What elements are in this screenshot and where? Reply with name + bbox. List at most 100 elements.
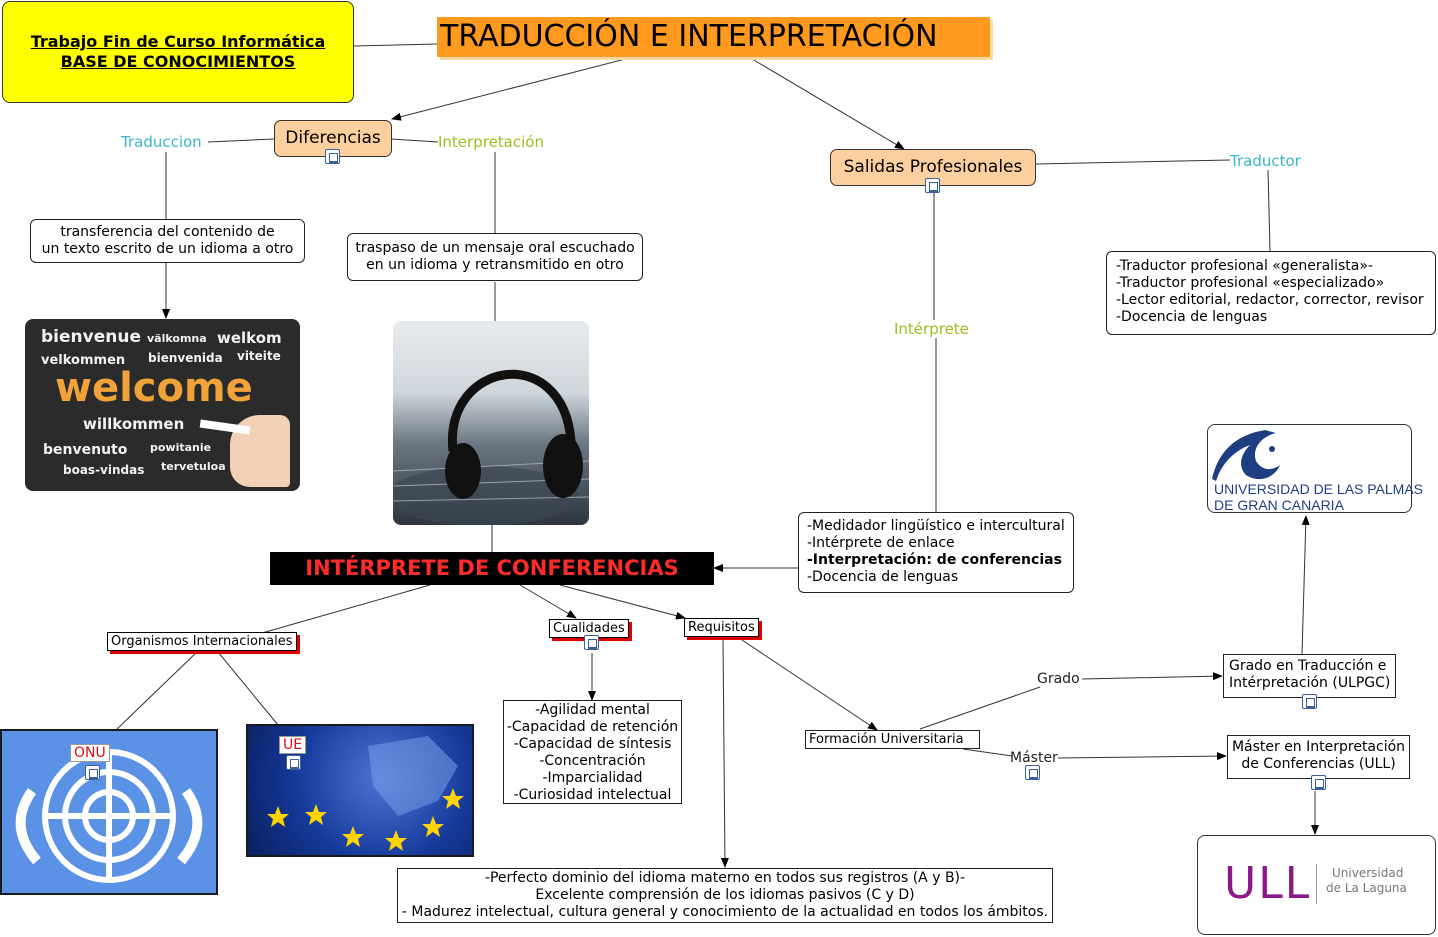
ue-label: UE <box>283 737 303 753</box>
list-item: -Interpretación: de conferencias <box>807 552 1062 568</box>
organismos-node[interactable]: Organismos Internacionales <box>107 632 297 651</box>
master-line1: Máster en Interpretación <box>1231 739 1406 755</box>
welcome-word: willkommen <box>83 415 185 433</box>
list-item: -Traductor profesional «generalista»- <box>1116 258 1373 274</box>
welcome-word: boas-vindas <box>63 463 145 477</box>
interprete-list: -Medidador lingüístico e intercultural -… <box>798 512 1074 593</box>
welcome-word: welkom <box>217 329 282 347</box>
ull-logo-image: ULL Universidad de La Laguna <box>1197 835 1436 935</box>
headphones-icon <box>393 369 589 525</box>
link-dif-traduccion <box>207 138 275 143</box>
link-conf-organismos <box>261 584 431 634</box>
link-project-title <box>353 43 438 47</box>
ulpgc-name-line2: DE GRAN CANARIA <box>1214 497 1344 513</box>
list-item: -Capacidad de retención <box>506 719 679 735</box>
welcome-word: velkommen <box>41 353 126 368</box>
link-formacion-master <box>962 748 1013 757</box>
link-title-salidas <box>746 55 905 150</box>
organismos-label: Organismos Internacionales <box>111 634 293 649</box>
welcome-word: viteite <box>237 349 281 363</box>
conferencias-label: INTÉRPRETE DE CONFERENCIAS <box>305 556 679 580</box>
list-item: -Agilidad mental <box>535 702 650 718</box>
requisitos-label: Requisitos <box>688 620 755 635</box>
project-subtitle: BASE DE CONOCIMIENTOS <box>60 52 296 71</box>
link-req-formacion <box>741 639 878 731</box>
link-req-list <box>720 639 729 868</box>
requisitos-node[interactable]: Requisitos <box>684 618 759 637</box>
cualidades-node[interactable]: Cualidades <box>549 619 629 638</box>
conferencias-node[interactable]: INTÉRPRETE DE CONFERENCIAS <box>270 552 714 585</box>
main-title-text: TRADUCCIÓN E INTERPRETACIÓN <box>440 19 938 54</box>
welcome-chalkboard-image: bienvenue välkomna welkom velkommen bien… <box>25 319 300 491</box>
grado-line2: Intérpretación (ULPGC) <box>1229 675 1391 691</box>
grado-label: Grado <box>1037 671 1080 687</box>
link-traductor-list <box>1267 169 1271 252</box>
ulpgc-logo-image: UNIVERSIDAD DE LAS PALMAS DE GRAN CANARI… <box>1207 424 1423 513</box>
list-item: -Lector editorial, redactor, corrector, … <box>1116 292 1424 308</box>
cualidades-note-icon[interactable] <box>584 635 599 650</box>
welcome-word-highlight: welcome <box>55 365 253 411</box>
list-item: -Intérprete de enlace <box>807 535 955 551</box>
master-link-note-icon[interactable] <box>1025 765 1040 780</box>
grado-note-icon[interactable] <box>1302 694 1317 709</box>
list-item: -Docencia de lenguas <box>1116 309 1268 325</box>
diferencias-note-icon[interactable] <box>325 149 340 164</box>
traductor-label: Traductor <box>1230 152 1301 170</box>
welcome-word: bienvenida <box>148 351 223 365</box>
headphones-parliament-image <box>393 321 589 525</box>
list-item: Excelente comprensión de los idiomas pas… <box>535 887 915 903</box>
master-line2: de Conferencias (ULL) <box>1241 756 1396 772</box>
list-item: -Concentración <box>539 753 646 769</box>
link-org-ue <box>217 651 279 726</box>
cualidades-list: -Agilidad mental -Capacidad de retención… <box>503 700 682 804</box>
welcome-word: välkomna <box>147 332 207 345</box>
formacion-label: Formación Universitaria <box>809 732 964 747</box>
ue-badge[interactable]: UE <box>279 736 307 754</box>
ull-divider <box>1316 864 1317 904</box>
ue-flag-image <box>246 724 474 857</box>
interprete-label: Intérprete <box>894 320 969 338</box>
ulpgc-emblem-icon <box>1212 430 1280 481</box>
interp-def-line1: traspaso de un mensaje oral escuchado <box>355 240 635 256</box>
master-box[interactable]: Máster en Interpretación de Conferencias… <box>1227 735 1410 779</box>
salidas-note-icon[interactable] <box>925 178 940 193</box>
traductor-list: -Traductor profesional «generalista»- -T… <box>1106 251 1436 335</box>
grado-line1: Grado en Traducción e <box>1229 658 1387 674</box>
welcome-word: powitanie <box>150 441 212 454</box>
interpretacion-label: Interpretación <box>438 133 544 151</box>
list-item: -Docencia de lenguas <box>807 569 959 585</box>
list-item: -Perfecto dominio del idioma materno en … <box>484 870 966 886</box>
onu-note-icon[interactable] <box>85 765 100 780</box>
requisitos-list: -Perfecto dominio del idioma materno en … <box>397 868 1053 923</box>
traduccion-definition: transferencia del contenido de un texto … <box>30 219 305 263</box>
master-label: Máster <box>1010 750 1058 766</box>
link-master-box <box>1057 752 1227 761</box>
ue-note-icon[interactable] <box>286 755 301 770</box>
link-grado-box <box>1081 672 1223 681</box>
project-box: Trabajo Fin de Curso Informática BASE DE… <box>2 1 354 103</box>
onu-badge[interactable]: ONU <box>70 744 110 762</box>
formacion-node[interactable]: Formación Universitaria <box>805 730 980 749</box>
ull-name-line2: de La Laguna <box>1326 881 1407 895</box>
salidas-node[interactable]: Salidas Profesionales <box>830 149 1036 186</box>
eu-stars-icon <box>267 736 464 851</box>
welcome-word: tervetuloa <box>161 460 226 473</box>
traduccion-def-line2: un texto escrito de un idioma a otro <box>41 241 294 257</box>
interpretacion-definition: traspaso de un mensaje oral escuchado en… <box>347 233 643 281</box>
onu-label: ONU <box>74 745 106 761</box>
grado-box[interactable]: Grado en Traducción e Intérpretación (UL… <box>1223 654 1396 698</box>
link-grado-ulpgc <box>1301 515 1310 655</box>
link-formacion-grado <box>919 686 1041 730</box>
main-title: TRADUCCIÓN E INTERPRETACIÓN <box>437 17 990 57</box>
master-note-icon[interactable] <box>1311 775 1326 790</box>
list-item: -Medidador lingüístico e intercultural <box>807 518 1065 534</box>
link-conf-requisitos <box>559 584 686 620</box>
list-item: -Traductor profesional «especializado» <box>1116 275 1385 291</box>
welcome-word: benvenuto <box>43 442 128 458</box>
traduccion-def-line1: transferencia del contenido de <box>60 224 275 240</box>
ulpgc-name-line1: UNIVERSIDAD DE LAS PALMAS <box>1214 481 1424 497</box>
link-dif-interp <box>390 138 439 143</box>
link-org-onu <box>116 651 198 730</box>
diferencias-label: Diferencias <box>285 128 381 148</box>
